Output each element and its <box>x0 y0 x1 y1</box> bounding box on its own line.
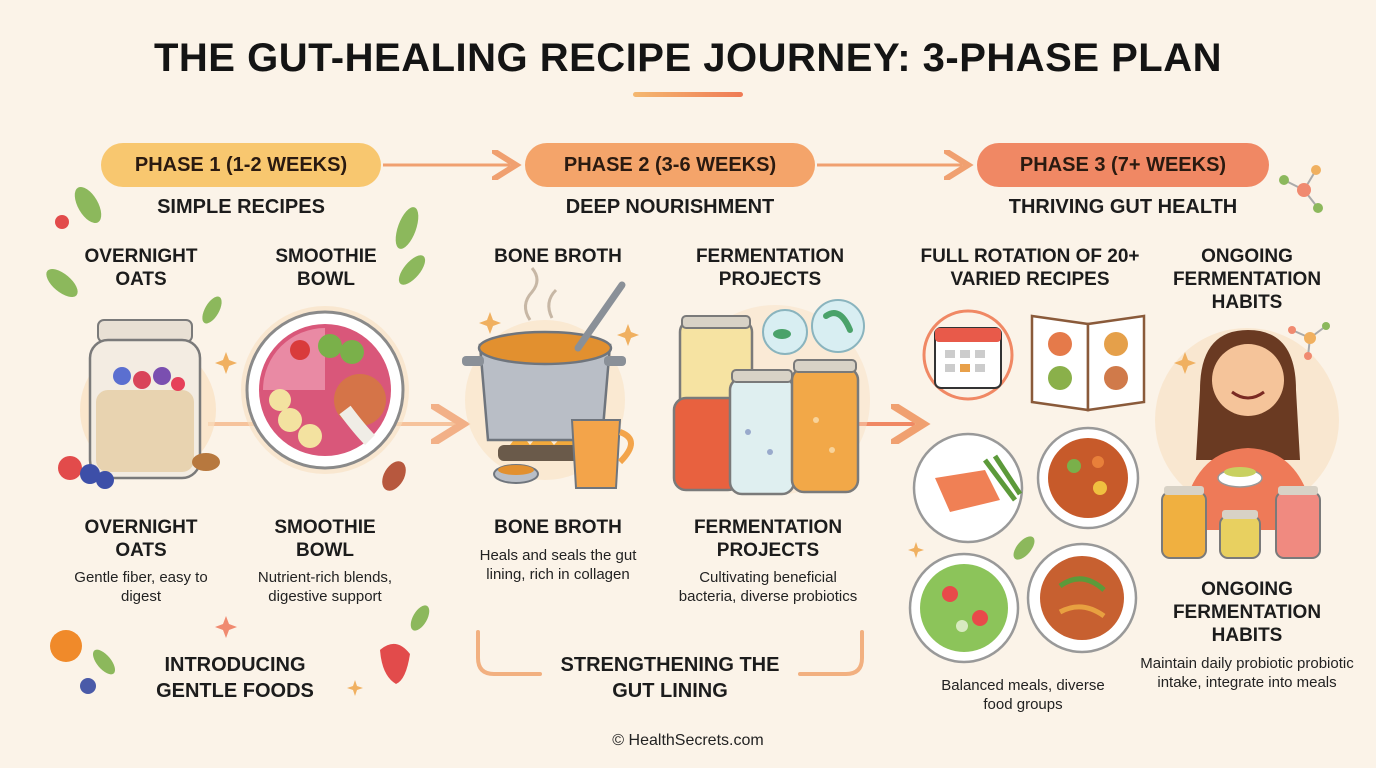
leaf-icon <box>46 186 1035 675</box>
ferment-jars-small-icon <box>1161 486 1321 559</box>
phase-3-subtitle: THRIVING GUT HEALTH <box>1008 196 1238 218</box>
bone-broth-pot-icon <box>462 267 634 489</box>
phase2-bracket <box>476 630 864 676</box>
phase-1-subtitle: SIMPLE RECIPES <box>157 196 325 218</box>
ongoing-desc: Maintain daily probiotic probiotic intak… <box>1140 655 1354 691</box>
oats-desc: Gentle fiber, easy to digest <box>74 569 208 605</box>
rotation-desc: Balanced meals, diverse food groups <box>941 677 1105 713</box>
phase-2-subtitle: DEEP NOURISHMENT <box>565 196 775 218</box>
page-title: THE GUT-HEALING RECIPE JOURNEY: 3-PHASE … <box>153 36 1223 80</box>
phase-2-theme: STRENGTHENING THE GUT LINING <box>560 654 780 702</box>
phase-1-pill: PHASE 1 (1-2 WEEKS) <box>101 143 381 187</box>
footer-credit: © HealthSecrets.com <box>612 732 764 749</box>
ongoing-top-label: ONGOING FERMENTATION HABITS <box>1172 246 1322 313</box>
rotation-top-label: FULL ROTATION OF 20+ VARIED RECIPES <box>920 246 1140 290</box>
stir-fry-plate-icon <box>1026 542 1138 654</box>
fermentation-desc: Cultivating beneficial bacteria, diverse… <box>678 569 858 605</box>
broth-top-label: BONE BROTH <box>494 246 622 267</box>
person-eating-icon <box>1155 328 1339 530</box>
smoothie-top-label: SMOOTHIE BOWL <box>275 246 377 290</box>
ongoing-name: ONGOING FERMENTATION HABITS <box>1172 579 1322 646</box>
oats-top-label: OVERNIGHT OATS <box>84 246 198 290</box>
broth-name: BONE BROTH <box>494 517 622 538</box>
recipe-book-icon <box>1030 314 1146 412</box>
stew-bowl-icon <box>1036 426 1140 530</box>
oats-name: OVERNIGHT OATS <box>84 517 198 561</box>
fruit-icon <box>50 215 410 694</box>
phase-2-pill: PHASE 2 (3-6 WEEKS) <box>525 143 815 187</box>
smoothie-name: SMOOTHIE BOWL <box>274 517 376 561</box>
bacteria-icon <box>762 299 865 355</box>
salmon-plate-icon <box>912 432 1024 544</box>
smoothie-bowl-icon <box>241 306 409 474</box>
salad-plate-icon <box>908 552 1020 664</box>
broth-desc: Heals and seals the gut lining, rich in … <box>479 547 637 583</box>
molecule-icon <box>1279 165 1330 360</box>
sparkle-icon <box>215 312 1196 696</box>
overnight-oats-jar-icon <box>58 319 220 489</box>
phase-3-pill: PHASE 3 (7+ WEEKS) <box>977 143 1269 187</box>
calendar-icon <box>922 309 1014 401</box>
smoothie-desc: Nutrient-rich blends, digestive support <box>257 569 393 605</box>
title-underline <box>633 92 743 97</box>
fermentation-name: FERMENTATION PROJECTS <box>693 517 843 561</box>
phase-1-theme: INTRODUCING GENTLE FOODS <box>156 654 314 702</box>
fermentation-top-label: FERMENTATION PROJECTS <box>695 246 845 290</box>
fermentation-jars-icon <box>672 305 870 496</box>
